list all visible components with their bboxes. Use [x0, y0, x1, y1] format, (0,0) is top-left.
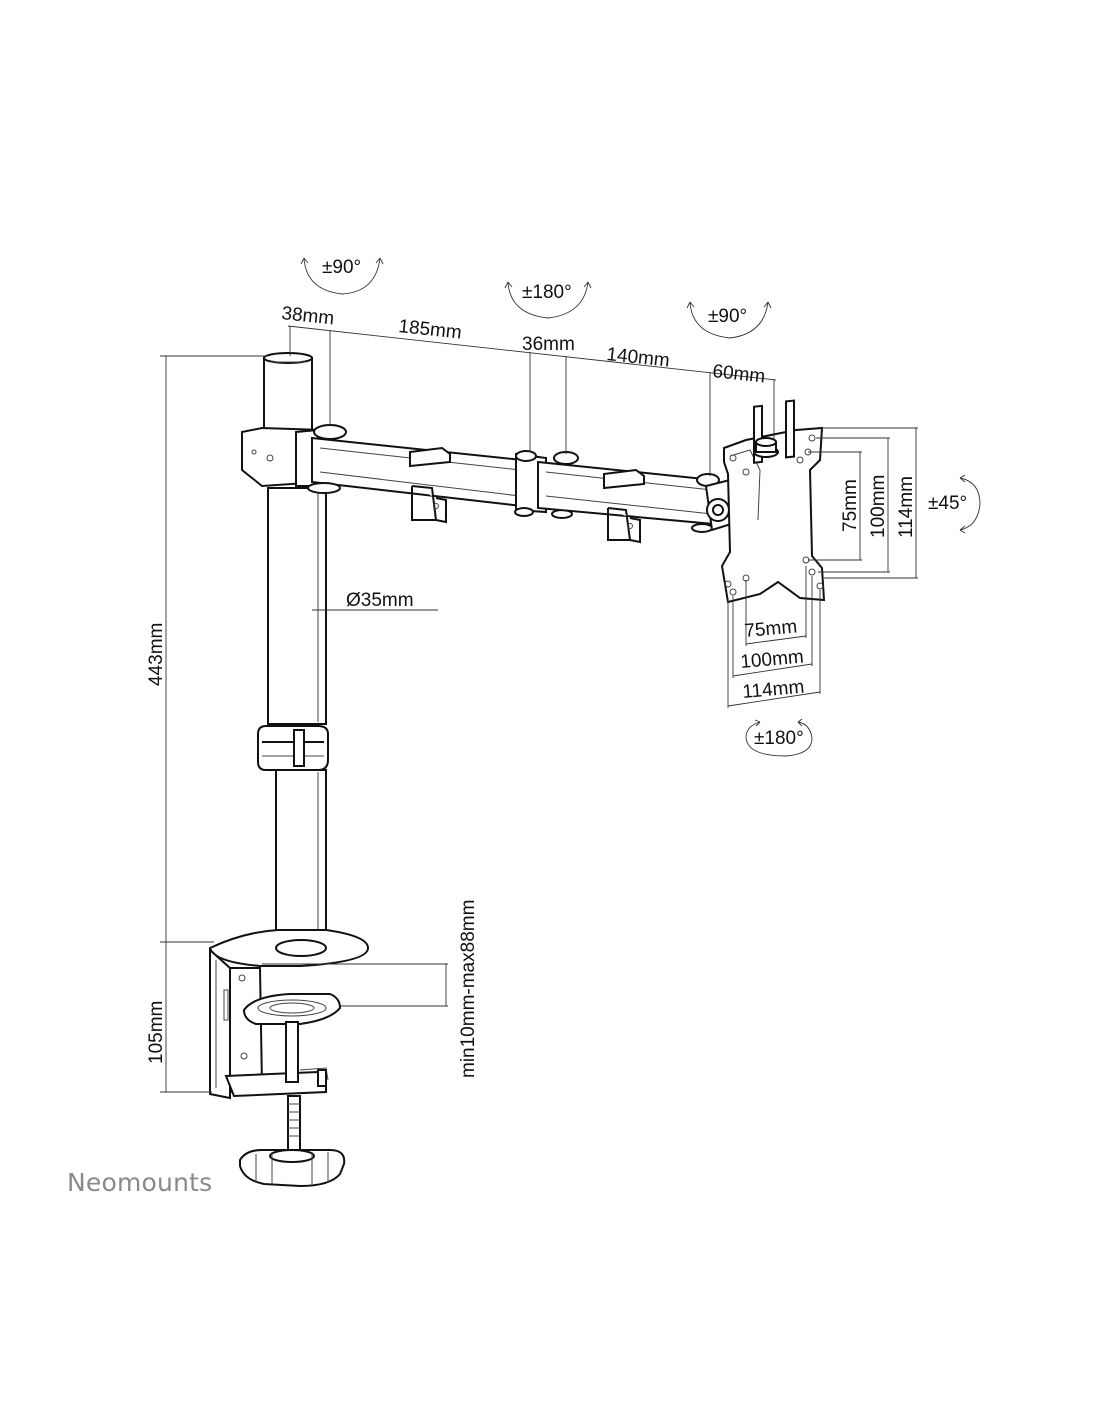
- clamp-height-dimension-label: 105mm: [146, 1001, 167, 1064]
- tilt-knob: [753, 437, 779, 458]
- pole-diameter-label: Ø35mm: [346, 590, 414, 611]
- vesa-vertical-100: 100mm: [868, 475, 889, 538]
- arm-dimension-1: 38mm: [280, 303, 335, 329]
- clamp-screw: [285, 1021, 301, 1157]
- vesa-vertical-114: 114mm: [896, 476, 917, 538]
- rotation-arc-pole-swivel: [300, 257, 384, 295]
- base-plate: [208, 929, 370, 967]
- vesa-horizontal-114: 114mm: [742, 677, 806, 703]
- pole: [263, 352, 327, 953]
- clamp-lower-bracket: [224, 1067, 329, 1098]
- vesa-horizontal-dimension-lines: [727, 566, 821, 708]
- clamp-knob-handle: [239, 1149, 346, 1188]
- rotation-label-tilt: ±45°: [928, 493, 967, 514]
- arm-segment-1: [241, 424, 523, 524]
- arm-dimension-line: [287, 325, 777, 476]
- vesa-horizontal-100: 100mm: [740, 647, 805, 673]
- arm-dimension-5: 60mm: [711, 361, 766, 387]
- clamp-height-dimension-line: [160, 942, 212, 1093]
- vesa-vertical-dimension-lines: [808, 427, 918, 579]
- height-dimension-label: 443mm: [146, 623, 167, 686]
- desk-thickness-label: min10mm-max88mm: [458, 900, 479, 1078]
- rotation-label-head-swivel: ±90°: [708, 306, 747, 327]
- rotation-label-pole-swivel: ±90°: [322, 257, 361, 278]
- rotation-label-rotate: ±180°: [754, 728, 804, 749]
- rotation-arc-middle-joint: [504, 281, 592, 319]
- desk-thickness-dimension-line: [262, 963, 448, 1007]
- rotation-arc-rotate: [745, 718, 813, 757]
- rotation-arc-tilt: [959, 474, 981, 534]
- height-dimension-line: [160, 355, 268, 943]
- c-clamp: [209, 947, 264, 1100]
- vesa-vertical-75: 75mm: [840, 479, 861, 532]
- arm-segment-2: [537, 460, 720, 544]
- vesa-horizontal-75: 75mm: [744, 616, 798, 642]
- rotation-arc-head-swivel: [686, 301, 772, 339]
- clamp-pressure-plate: [242, 993, 342, 1025]
- vesa-plate: [720, 399, 826, 604]
- arm-dimension-3: 36mm: [522, 334, 575, 355]
- arm-dimension-4: 140mm: [605, 344, 670, 372]
- rotation-label-middle-joint: ±180°: [522, 282, 572, 303]
- brand-logo: Neomounts: [67, 1168, 213, 1197]
- height-collar: [257, 725, 329, 771]
